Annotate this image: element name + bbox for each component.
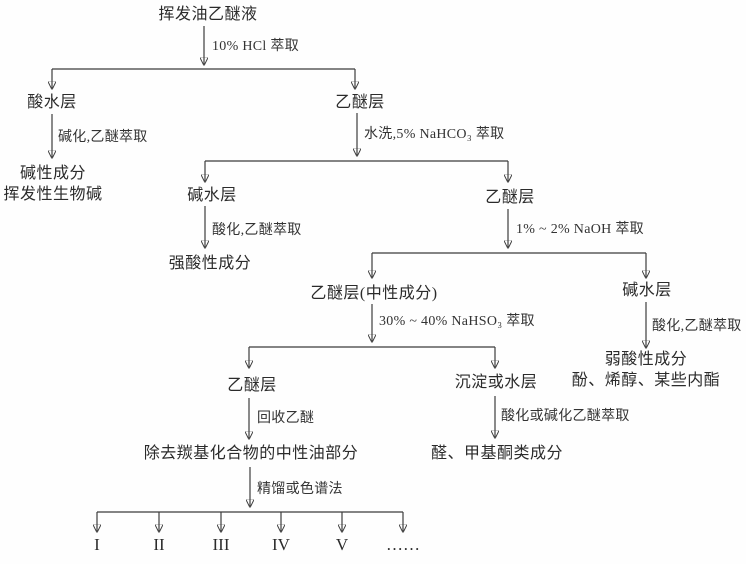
edge-label-acidify-or-basify: 酸化或碱化乙醚萃取 <box>501 409 630 424</box>
edge-label-basify-ether: 碱化,乙醚萃取 <box>58 130 148 145</box>
edge-label-acidify-ether-2: 酸化,乙醚萃取 <box>652 319 742 334</box>
fraction-label-more: …… <box>386 535 420 554</box>
fraction-label-1: I <box>94 535 100 554</box>
edge-label-distillation: 精馏或色谱法 <box>257 482 343 497</box>
node-volatile-alkaloids: 挥发性生物碱 <box>3 186 103 203</box>
node-ether-layer-1: 乙醚层 <box>335 94 385 111</box>
edge-label-wash-nahco3: 水洗,5% NaHCO₃ 萃取 <box>364 127 505 142</box>
node-ether-layer-neutral: 乙醚层(中性成分) <box>310 285 438 302</box>
edge-label-acidify-ether-1: 酸化,乙醚萃取 <box>212 223 302 238</box>
node-weak-acid-components: 弱酸性成分 <box>604 351 688 368</box>
node-precipitate-or-water-layer: 沉淀或水层 <box>454 374 538 391</box>
fraction-label-2: II <box>153 535 165 554</box>
node-alkaline-water-layer-1: 碱水层 <box>187 187 237 204</box>
node-neutral-oil-part: 除去羰基化合物的中性油部分 <box>143 445 359 462</box>
node-acid-water-layer: 酸水层 <box>27 94 77 111</box>
node-basic-components: 碱性成分 <box>19 165 87 182</box>
node-root: 挥发油乙醚液 <box>158 6 258 23</box>
edge-label-recover-ether: 回收乙醚 <box>257 411 315 426</box>
edge-label-hcl-extraction: 10% HCl 萃取 <box>212 39 299 54</box>
edge-label-naoh-extraction: 1% ~ 2% NaOH 萃取 <box>516 222 644 237</box>
node-alkaline-water-layer-2: 碱水层 <box>622 282 672 299</box>
node-aldehyde-methyl-ketones: 醛、甲基酮类成分 <box>430 445 564 462</box>
fraction-label-5: V <box>335 535 349 554</box>
edge-label-nahso3-extraction: 30% ~ 40% NaHSO₃ 萃取 <box>379 314 535 329</box>
fraction-label-4: IV <box>272 535 290 554</box>
node-phenols-enols-lactones: 酚、烯醇、某些内酯 <box>571 372 721 389</box>
node-ether-layer-3: 乙醚层 <box>227 377 277 394</box>
fraction-label-3: III <box>212 535 230 554</box>
node-strong-acid-components: 强酸性成分 <box>168 255 252 272</box>
node-ether-layer-2: 乙醚层 <box>485 189 535 206</box>
